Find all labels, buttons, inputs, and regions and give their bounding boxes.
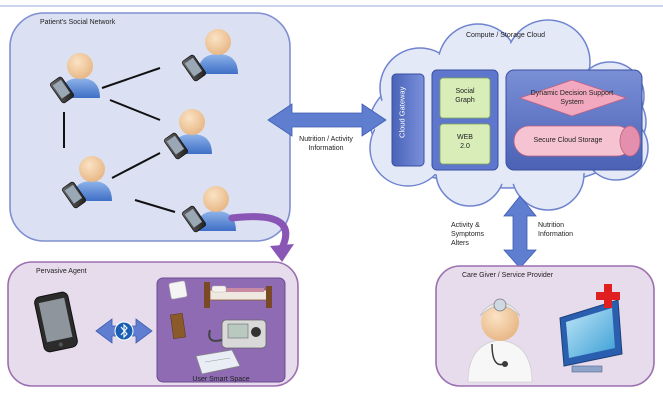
double-arrow-vertical: [503, 195, 537, 269]
curved-arrow: [228, 213, 290, 252]
medical-cross-icon: [596, 284, 620, 308]
bluetooth-glyph: [120, 323, 128, 339]
bed-icon: [204, 282, 272, 308]
light-switch-icon: [168, 280, 188, 300]
caregiver-panel: [435, 265, 655, 387]
social-graph-box: [439, 77, 491, 119]
door-icon: [170, 312, 186, 340]
social-graph-label-2: Graph: [455, 97, 475, 104]
secure-storage-label: Secure Cloud Storage: [533, 137, 603, 144]
web-label-1: WEB: [457, 134, 473, 141]
web-box: [439, 123, 491, 165]
dds-label-1: Dynamic Decision Support: [530, 90, 614, 97]
curved-arrow-head: [270, 244, 294, 262]
social-graph-label-1: Social: [455, 88, 475, 95]
double-arrow-horizontal: [267, 103, 387, 137]
nutrition-info-label-1: Nutrition: [538, 222, 565, 229]
social-network-panel: [9, 12, 291, 242]
activity-symptoms-label-2: Symptoms: [451, 231, 485, 238]
network-links: [63, 67, 176, 213]
scale-icon: [195, 349, 241, 375]
web-label-2: 2.0: [460, 143, 470, 150]
doctor-icon: [467, 298, 533, 383]
monitor-icon: [559, 299, 623, 373]
smartphone-icon: [34, 291, 78, 353]
dds-diamond: [518, 79, 628, 117]
pervasive-agent-title: Pervasive Agent: [36, 268, 87, 275]
activity-symptoms-label-1: Activity &: [451, 222, 480, 229]
blood-pressure-monitor-icon: [208, 319, 267, 349]
activity-symptoms-label-3: Alters: [451, 240, 469, 247]
social-network-title: Patient's Social Network: [40, 19, 116, 26]
cloud-gateway-box: [391, 73, 425, 167]
nutrition-activity-label-2: Information: [308, 145, 344, 152]
caregiver-title: Care Giver / Service Provider: [462, 272, 554, 279]
nutrition-activity-label-1: Nutrition / Activity: [299, 136, 353, 143]
dds-label-2: System: [560, 99, 584, 106]
cloud-title: Compute / Storage Cloud: [466, 32, 545, 39]
nutrition-info-label-2: Information: [538, 231, 574, 238]
smart-space-label: User Smart Space: [192, 376, 250, 383]
smart-space-box: [156, 277, 286, 383]
cloud-gateway-label: Cloud Gateway: [397, 86, 407, 138]
